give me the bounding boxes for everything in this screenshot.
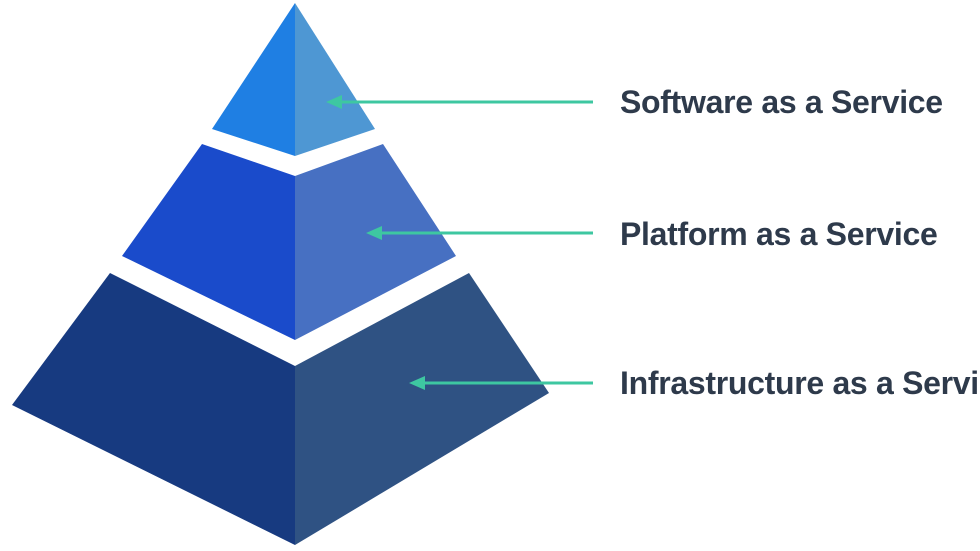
label-saas: Software as a Service bbox=[620, 84, 943, 120]
layer-paas-right-face bbox=[295, 144, 456, 340]
layer-saas-right-face bbox=[295, 3, 375, 156]
arrow-saas-head bbox=[326, 95, 342, 109]
arrow-paas bbox=[366, 226, 593, 240]
layer-iaas bbox=[12, 273, 549, 545]
arrow-paas-head bbox=[366, 226, 382, 240]
arrow-iaas-head bbox=[409, 376, 425, 390]
arrow-iaas bbox=[409, 376, 593, 390]
label-paas: Platform as a Service bbox=[620, 216, 937, 252]
layer-saas-left-face bbox=[212, 3, 295, 156]
layer-iaas-right-face bbox=[295, 273, 549, 545]
label-iaas: Infrastructure as a Service bbox=[620, 365, 980, 401]
arrow-saas bbox=[326, 95, 593, 109]
layer-saas bbox=[212, 3, 375, 156]
layer-paas bbox=[122, 144, 456, 340]
layer-paas-left-face bbox=[122, 144, 295, 340]
layer-iaas-left-face bbox=[12, 273, 295, 545]
